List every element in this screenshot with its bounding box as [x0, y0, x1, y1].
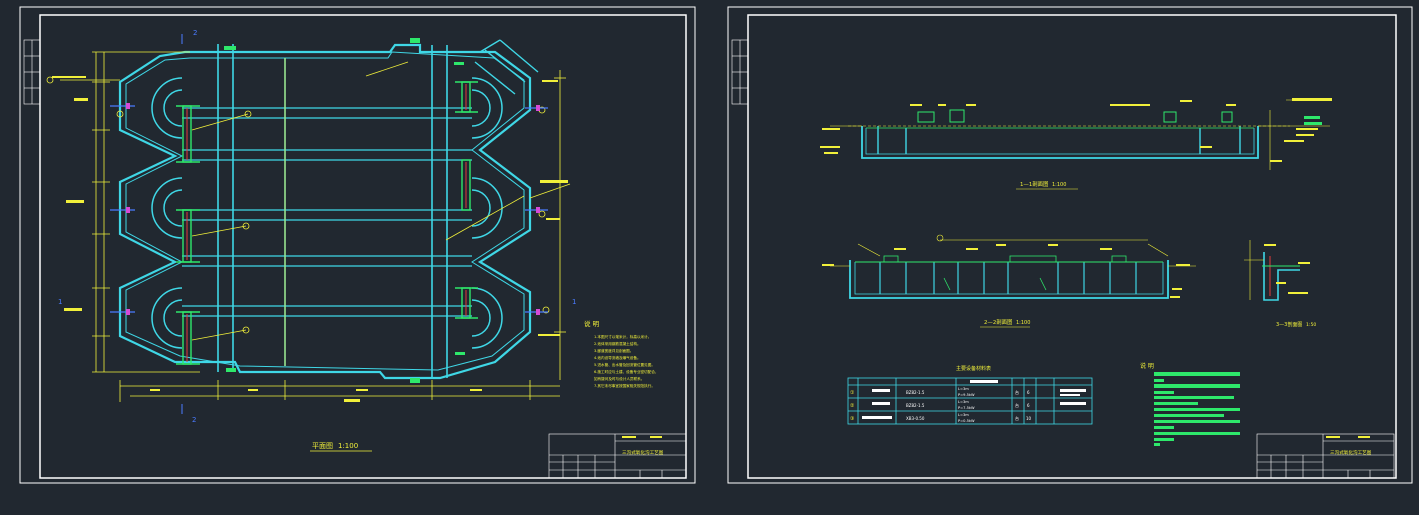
table-row-1-qty: 6: [1027, 390, 1030, 395]
table-row-1-no: ①: [850, 390, 855, 396]
equipment-table: 主要设备材料表: [847, 365, 1093, 425]
ditch-inner-wall: [125, 51, 525, 371]
ditch-partition-walls: [217, 44, 448, 378]
section-1-scale: 1:100: [1052, 182, 1066, 188]
ditch-curved-ends-right: [471, 77, 503, 349]
sheet-2-outer-border: [727, 6, 1413, 484]
oxidation-ditch-plan: [118, 38, 539, 383]
sheet-1-binding-strip: [23, 39, 41, 105]
sheet-2-binding-strip: [731, 39, 749, 105]
sheet-1-plan: 2 2 1 1 平面图 1:100 说 明 1.本图尺寸以毫米计，标高以米计。 …: [19, 6, 696, 484]
table-row-2-unit: 台: [1015, 402, 1019, 408]
plan-dim-text-marks: [52, 76, 568, 402]
table-row-1-spec2: P=9.5kW: [958, 393, 975, 397]
rotor-shafts: [186, 84, 467, 362]
note-line-7: 如有疑问及时与设计人员联系。: [594, 376, 644, 381]
table-row-3-unit: 台: [1015, 415, 1019, 421]
sheet-1-inner-border: [39, 14, 687, 479]
section-2-title: 2—2剖面图: [984, 318, 1012, 326]
table-row-3-spec1: L=3m: [958, 413, 969, 417]
sheet-2-notes: 说 明: [1140, 362, 1240, 446]
plan-notes: 说 明 1.本图尺寸以毫米计，标高以米计。 2.池体采用钢筋混凝土结构。 3.廊…: [584, 319, 659, 388]
sheet-2-sections: 1—1剖面图 1:100: [727, 6, 1413, 484]
section-2-scale: 1:100: [1016, 320, 1030, 326]
notes-heading: 说 明: [584, 319, 600, 328]
weir-gates: [224, 38, 465, 383]
table-row-1-unit: 台: [1015, 389, 1019, 395]
pipe-valves: [126, 103, 540, 315]
title-block-name: 三沟式氧化沟工艺图: [622, 449, 664, 456]
ditch-outer-wall: [118, 43, 532, 380]
sheet-1-outer-border: [19, 6, 696, 484]
axis-label-top: 2: [193, 29, 197, 37]
note-line-8: 7.其它未尽事宜按国家相关规范执行。: [594, 383, 655, 388]
axis-label-bottom: 2: [192, 416, 196, 424]
table-row-2-qty: 6: [1027, 403, 1030, 408]
plan-callouts: [46, 76, 550, 334]
table-row-2-model: BZ82-1.5: [906, 403, 925, 408]
section-1-1: 1—1剖面图 1:100: [820, 98, 1332, 190]
equipment-table-rows: ① BZ82-1.5 L=3m P=9.5kW 台 6 ② BZ82-1.5 L…: [850, 387, 1032, 423]
note-line-3: 3.廊道宽度详见剖面图。: [594, 348, 633, 353]
section-3-title: 3—3剖面图: [1276, 321, 1302, 328]
equipment-table-title: 主要设备材料表: [956, 365, 991, 372]
ditch-curved-ends-left: [151, 77, 183, 349]
table-row-3-spec2: P=0.5kW: [958, 419, 975, 423]
note-line-6: 6.施工时应与土建、设备专业密切配合，: [594, 369, 659, 374]
table-row-2-spec1: L=3m: [958, 400, 969, 404]
table-row-3-qty: 10: [1026, 416, 1032, 421]
section-1-title: 1—1剖面图: [1020, 180, 1048, 188]
plan-dimensions: [60, 51, 571, 402]
sheet-2-notes-heading: 说 明: [1140, 362, 1154, 370]
note-line-1: 1.本图尺寸以毫米计，标高以米计。: [594, 334, 651, 339]
table-row-2-spec2: P=7.5kW: [958, 406, 975, 410]
plan-title: 平面图: [312, 442, 333, 450]
plan-scale: 1:100: [338, 442, 358, 450]
inlet-channel: [474, 39, 539, 95]
sheet-2-title-block-name: 三沟式氧化沟工艺图: [1330, 449, 1372, 456]
section-3-3: 3—3剖面图 1:50: [1244, 240, 1316, 328]
axis-label-left: 1: [58, 298, 62, 306]
table-row-3-no: ③: [850, 416, 854, 422]
table-row-2-no: ②: [850, 403, 855, 409]
note-line-4: 4.池内设导流墙及曝气设备。: [594, 355, 641, 360]
aerator-rotors: [176, 81, 478, 365]
section-3-scale: 1:50: [1306, 322, 1316, 328]
table-row-1-model: BZ82-1.5: [906, 390, 925, 395]
table-row-1-spec1: L=3m: [958, 387, 969, 391]
note-line-2: 2.池体采用钢筋混凝土结构。: [594, 341, 641, 346]
grid-axes: 2 2 1 1: [58, 29, 576, 424]
section-2-2: 2—2剖面图 1:100: [822, 234, 1196, 328]
note-line-5: 5.进水管、出水管及回流管位置见图。: [594, 362, 655, 367]
axis-label-right: 1: [572, 298, 576, 306]
sheet-2-inner-border: [747, 14, 1397, 479]
sheet-2-title-block: 三沟式氧化沟工艺图: [1256, 433, 1395, 479]
sheet-1-title-block: 三沟式氧化沟工艺图: [548, 433, 687, 479]
ditch-channel-dividers: [182, 107, 472, 317]
table-row-3-model: XB3-0.50: [906, 416, 925, 421]
